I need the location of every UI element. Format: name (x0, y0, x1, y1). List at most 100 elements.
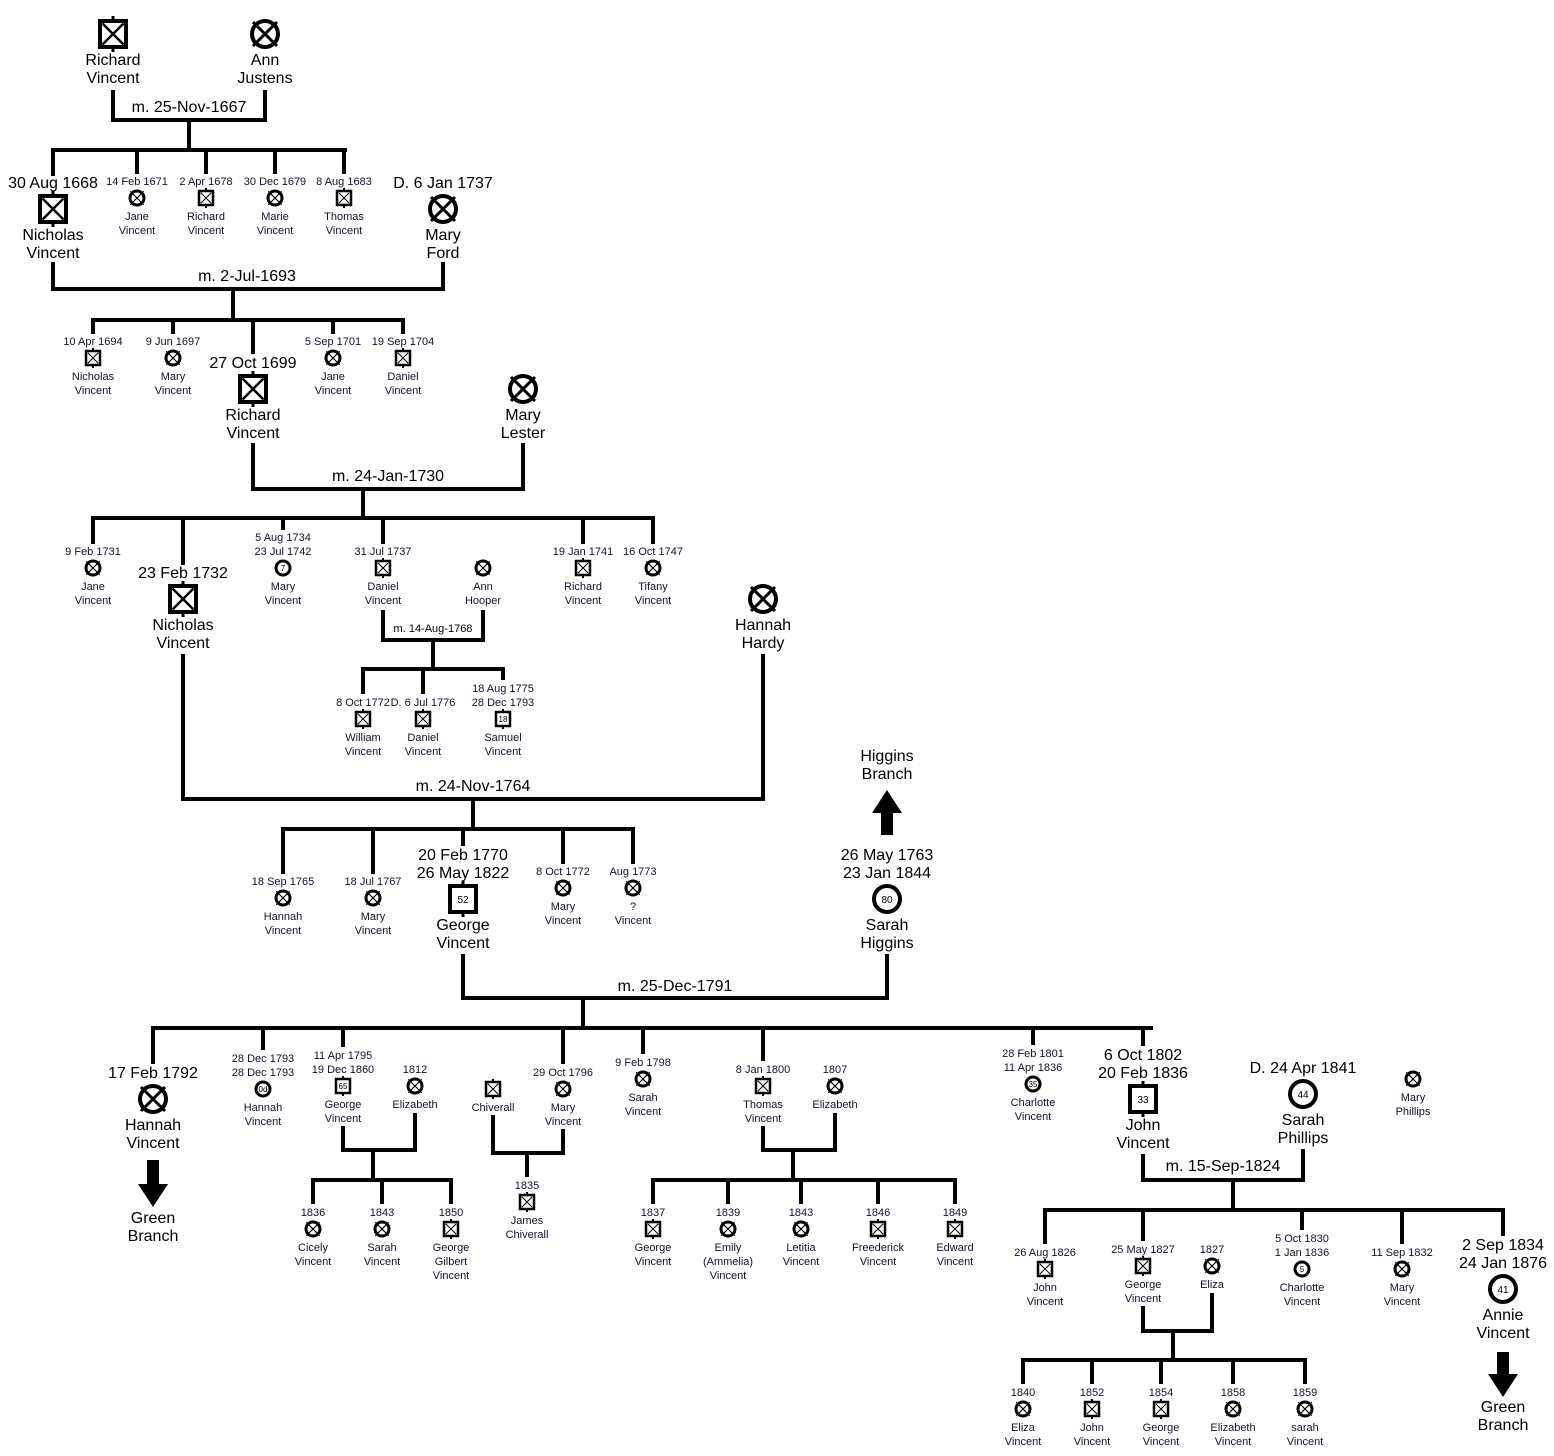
person-dates: 1837 (583, 1206, 723, 1220)
name-line: Nicholas (152, 617, 214, 634)
date-line: 31 Jul 1737 (354, 546, 412, 558)
female-circle-icon (273, 888, 293, 913)
female-circle-icon (1403, 1069, 1423, 1094)
male-square-icon (235, 371, 271, 412)
name-line: Vincent (1214, 1436, 1252, 1448)
male-square-icon: 18 (493, 709, 513, 734)
name-line: Hardy (741, 635, 785, 652)
person-dates: 1812 (345, 1063, 485, 1077)
person-dates: 26 Aug 1826 (975, 1246, 1115, 1260)
date-line: Aug 1773 (609, 866, 657, 878)
branch-label-line: Green (130, 1210, 176, 1227)
male-square-icon (483, 1079, 503, 1104)
age-at-death: 0d (259, 1085, 268, 1094)
arrow-up-icon (872, 790, 902, 835)
name-line: Vincent (634, 595, 672, 607)
male-square-icon (517, 1192, 537, 1217)
arrow-down-icon (1488, 1352, 1518, 1397)
date-line: 6 Oct 1802 (1103, 1047, 1183, 1064)
name-line: Vincent (634, 1256, 672, 1268)
person-dates: 1836 (243, 1206, 383, 1220)
name-line: George (1124, 1279, 1162, 1291)
name-line: Vincent (126, 1135, 180, 1152)
person-dates: 1852 (1022, 1386, 1162, 1400)
date-line: 23 Jan 1844 (842, 865, 932, 882)
date-line: D. 24 Apr 1841 (1249, 1060, 1357, 1077)
female-circle-icon (553, 1079, 573, 1104)
person-dates: 8 Aug 1683 (274, 175, 414, 189)
date-line: 9 Feb 1798 (615, 1057, 671, 1069)
person-name: Eliza (1142, 1278, 1282, 1292)
female-circle-icon: 80 (869, 881, 905, 922)
person-dates: 18 Sep 1765 (213, 875, 353, 889)
female-circle-icon: 0d (253, 1079, 273, 1104)
name-line: Justens (237, 70, 293, 87)
date-line: 27 Oct 1699 (209, 355, 297, 372)
person-name: Emily(Ammelia)Vincent (658, 1241, 798, 1283)
male-square-icon (1151, 1399, 1171, 1424)
name-line: Vincent (314, 385, 352, 397)
date-line: 16 Oct 1747 (623, 546, 683, 558)
person-dates: 1807 (765, 1063, 905, 1077)
female-circle-icon (643, 558, 663, 583)
date-line: 1854 (1148, 1387, 1174, 1399)
female-circle-icon (163, 348, 183, 373)
name-line: Hannah (243, 1102, 283, 1114)
name-line: Vincent (324, 1113, 362, 1125)
person-dates: 19 Sep 1704 (333, 335, 473, 349)
name-line: Vincent (264, 925, 302, 937)
name-line: Hannah (263, 911, 303, 923)
name-line: Vincent (1383, 1296, 1421, 1308)
person-dates: 1859 (1235, 1386, 1375, 1400)
age-at-death: 80 (881, 895, 893, 906)
name-line: Richard (85, 52, 141, 69)
date-line: 14 Feb 1671 (106, 176, 168, 188)
person-dates: 1846 (808, 1206, 948, 1220)
name-line: Hooper (464, 595, 502, 607)
female-circle-icon: 7 (273, 558, 293, 583)
name-line: Vincent (74, 385, 112, 397)
person-dates: 25 May 1827 (1073, 1243, 1213, 1257)
person-dates: 2 Apr 1678 (136, 175, 276, 189)
branch-label-line: Green (1480, 1399, 1526, 1416)
female-circle-icon (323, 348, 343, 373)
female-circle-icon: 35 (1023, 1074, 1043, 1099)
person-dates: D. 6 Jul 1776 (353, 696, 493, 710)
name-line: Freederick (852, 1242, 904, 1254)
male-square-icon: 65 (333, 1076, 353, 1101)
male-square-icon (373, 558, 393, 583)
marriage-label: m. 2-Jul-1693 (198, 268, 296, 285)
female-circle-icon (425, 191, 461, 232)
name-line: Vincent (187, 225, 225, 237)
name-line: Vincent (1286, 1436, 1324, 1448)
person-dates: 8 Oct 1772 (293, 696, 433, 710)
date-line: 1843 (788, 1207, 814, 1219)
female-circle-icon (127, 188, 147, 213)
age-at-death: 35 (1029, 1080, 1038, 1089)
name-line: Samuel (484, 732, 522, 744)
name-line: Vincent (344, 746, 382, 758)
name-line: Mary (1400, 1092, 1426, 1104)
name-line: George (432, 1242, 470, 1254)
female-circle-icon (633, 1069, 653, 1094)
person-name: Elizabeth (345, 1098, 485, 1112)
person-dates: 27 Oct 1699 (183, 355, 323, 373)
